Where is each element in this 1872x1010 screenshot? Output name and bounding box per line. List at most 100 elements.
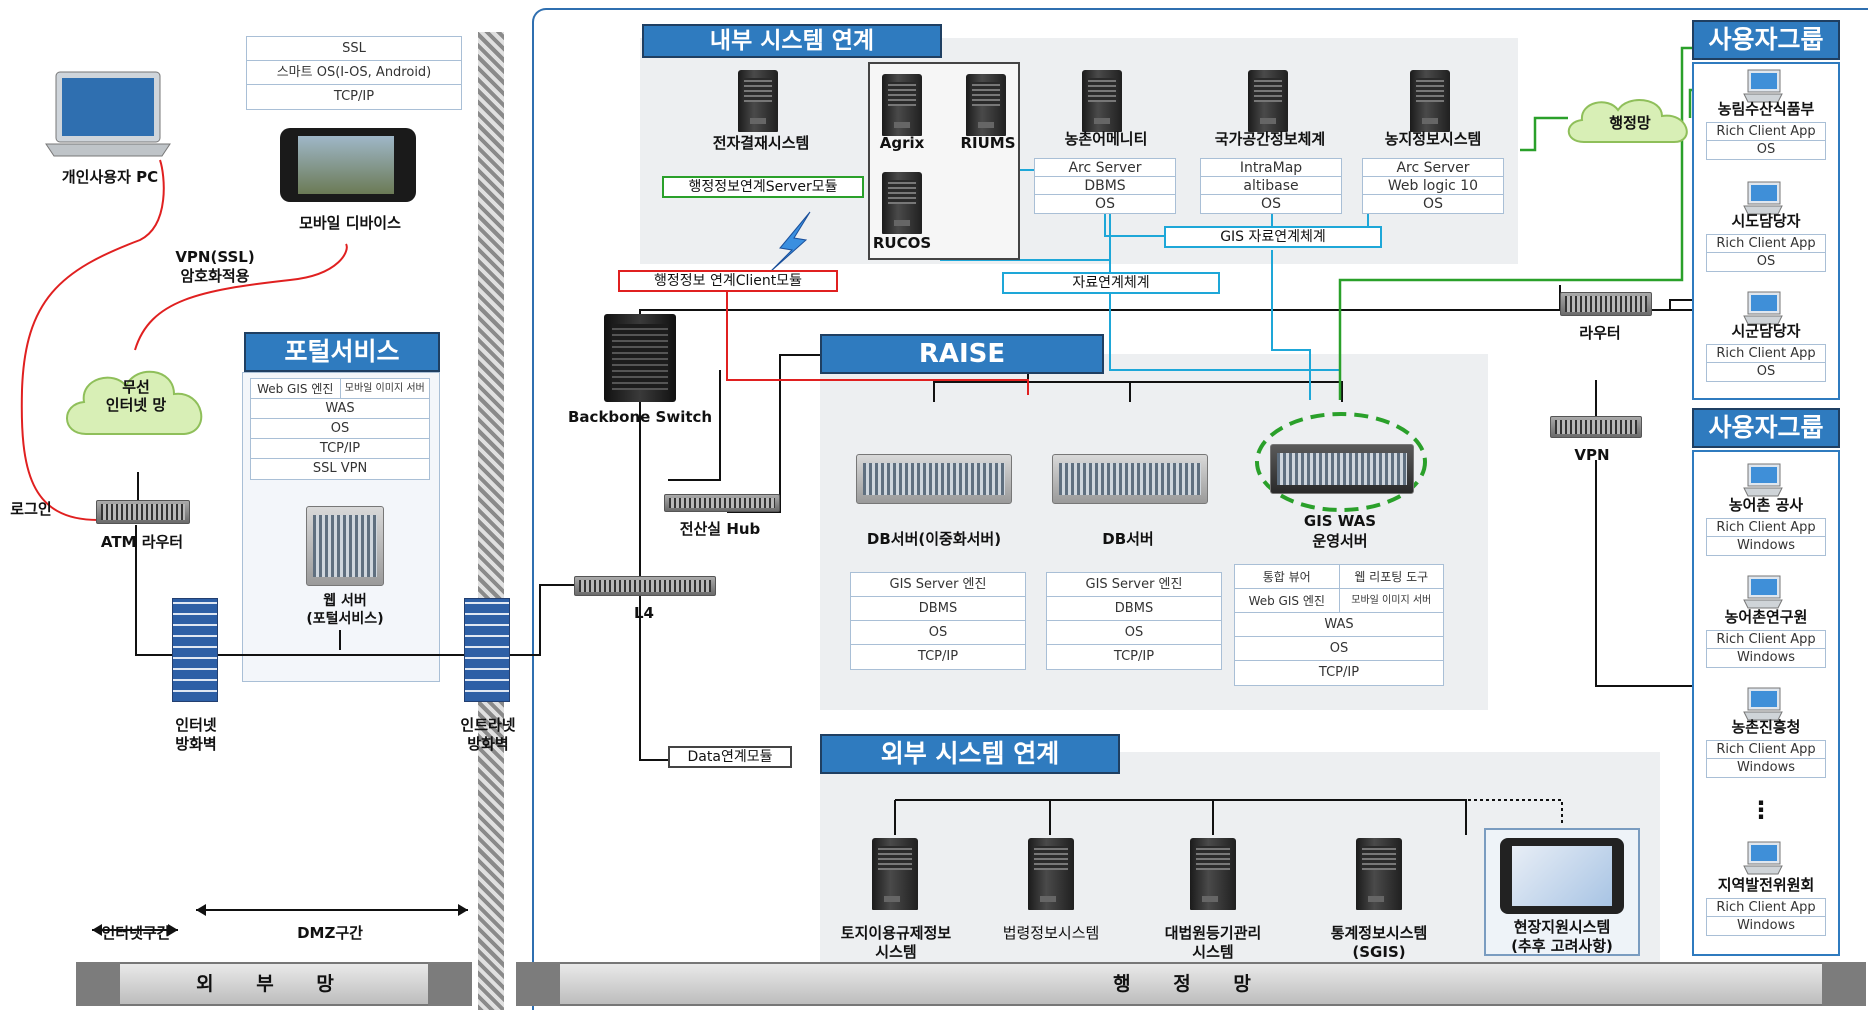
nsdi-stack: IntraMap altibase OS <box>1200 158 1342 214</box>
external-title: 외부 시스템 연계 <box>820 734 1120 774</box>
was-stack-top1: 통합 뷰어 웹 리포팅 도구 <box>1235 565 1443 589</box>
amenity-os: OS <box>1095 196 1115 212</box>
raise-title: RAISE <box>820 334 1104 374</box>
amenity-label: 농촌어메니티 <box>1064 130 1148 148</box>
was-tcpip: TCP/IP <box>1318 665 1360 680</box>
user-7-app: Rich Client App <box>1707 899 1825 917</box>
gis-link-box: GIS 자료연계체계 <box>1164 226 1382 248</box>
wireless-label-1: 무선 <box>122 378 150 396</box>
db1-stack: GIS Server 엔진 DBMS OS TCP/IP <box>850 572 1026 670</box>
user-1-stack: Rich Client App OS <box>1706 122 1826 160</box>
agrix-server-icon <box>882 74 922 136</box>
data-link-box: 자료연계체계 <box>1002 272 1220 294</box>
farmland-weblogic: Web logic 10 <box>1363 177 1503 195</box>
field-support-label-2: (추후 고려사항) <box>1511 937 1613 955</box>
portal-was: WAS <box>251 399 429 419</box>
edoc-label: 전자결재시스템 <box>712 134 810 152</box>
nsdi-server-icon <box>1248 70 1288 132</box>
db1-os: OS <box>851 621 1025 645</box>
laptop-icon <box>44 68 172 160</box>
user-1-app: Rich Client App <box>1707 123 1825 141</box>
router-icon <box>1560 292 1652 316</box>
vpn-label: VPN <box>1574 446 1610 464</box>
rucos-label: RUCOS <box>872 234 932 252</box>
court-registry-server-icon <box>1190 838 1236 910</box>
protocol-smart-os: 스마트 OS(I-OS, Android) <box>247 61 461 85</box>
admin-bar-cap-left <box>516 962 560 1006</box>
outer-network-bar: 외 부 망 <box>76 962 472 1006</box>
admin-network-bar: 행 정 망 <box>516 962 1866 1006</box>
portal-title: 포털서비스 <box>244 332 440 372</box>
web-server-icon <box>306 506 384 586</box>
law-info-label: 법령정보시스템 <box>1002 924 1100 942</box>
vpn-ssl-label: VPN(SSL) <box>175 248 255 266</box>
dmz-wall <box>478 32 504 1010</box>
user-4-stack: Rich Client App Windows <box>1706 518 1826 556</box>
user-4-pc-icon <box>1740 462 1786 498</box>
encryption-label: 암호화적용 <box>180 267 250 285</box>
amenity-stack: Arc Server DBMS OS <box>1034 158 1176 214</box>
was-stack: 통합 뷰어 웹 리포팅 도구 Web GIS 엔진 모바일 이미지 서버 WAS… <box>1234 564 1444 686</box>
user-3-os: OS <box>1756 364 1776 379</box>
rucos-server-icon <box>882 172 922 234</box>
user-3-name: 시군담당자 <box>1731 322 1801 340</box>
user-2-stack: Rich Client App OS <box>1706 234 1826 272</box>
riums-label: RIUMS <box>960 134 1016 152</box>
db1-dbms: DBMS <box>851 597 1025 621</box>
user-group-1-panel <box>1692 62 1840 400</box>
court-registry-label-2: 시스템 <box>1192 943 1234 961</box>
user-group-1-title: 사용자그룹 <box>1692 20 1840 60</box>
court-registry-label-1: 대법원등기관리 <box>1164 924 1262 942</box>
dmz-section-label: DMZ구간 <box>297 924 363 942</box>
farmland-server-icon <box>1410 70 1450 132</box>
hub-icon <box>664 494 780 512</box>
law-info-server-icon <box>1028 838 1074 910</box>
edoc-server-icon <box>738 70 778 132</box>
land-regulation-label-1: 토지이용규제정보 <box>840 924 952 942</box>
user-4-name: 농어촌 공사 <box>1728 496 1804 514</box>
user-5-stack: Rich Client App Windows <box>1706 630 1826 668</box>
db1-label: DB서버(이중화서버) <box>866 530 1002 548</box>
agrix-label: Agrix <box>879 134 925 152</box>
portal-tcpip: TCP/IP <box>251 439 429 459</box>
internet-firewall-label-1: 인터넷 <box>175 716 217 734</box>
user-5-name: 농어촌연구원 <box>1724 608 1808 626</box>
user-6-os: Windows <box>1736 760 1796 775</box>
gis-was-label-2: 운영서버 <box>1312 532 1368 550</box>
user-1-pc-icon <box>1740 68 1786 104</box>
db2-dbms: DBMS <box>1047 597 1221 621</box>
db1-gis-engine: GIS Server 엔진 <box>851 573 1025 597</box>
mobile-protocol-stack: SSL 스마트 OS(I-OS, Android) TCP/IP <box>246 36 462 110</box>
user-7-pc-icon <box>1740 840 1786 876</box>
field-support-label-1: 현장지원시스템 <box>1513 918 1611 936</box>
user-3-stack: Rich Client App OS <box>1706 344 1826 382</box>
intranet-firewall-label-2: 방화벽 <box>467 735 509 753</box>
l4-icon <box>574 576 716 596</box>
nsdi-altibase: altibase <box>1201 177 1341 195</box>
was-webgis-engine: Web GIS 엔진 <box>1235 589 1340 612</box>
portal-ssl-vpn: SSL VPN <box>312 461 368 476</box>
user-2-pc-icon <box>1740 180 1786 216</box>
wireless-label-2: 인터넷 망 <box>105 396 167 414</box>
admin-cloud-icon <box>1562 92 1702 148</box>
internet-firewall-icon <box>172 598 218 702</box>
user-7-name: 지역발전위원회 <box>1717 876 1815 894</box>
data-module-box: Data연계모듈 <box>668 746 792 768</box>
farmland-stack: Arc Server Web logic 10 OS <box>1362 158 1504 214</box>
riums-server-icon <box>966 74 1006 136</box>
user-5-os: Windows <box>1736 650 1796 665</box>
portal-stack-top: Web GIS 엔진 모바일 이미지 서버 <box>251 379 429 399</box>
user-2-app: Rich Client App <box>1707 235 1825 253</box>
router-label: 라우터 <box>1579 324 1621 342</box>
user-7-stack: Rich Client App Windows <box>1706 898 1826 936</box>
mobile-device-icon <box>280 128 416 202</box>
statistics-server-icon <box>1356 838 1402 910</box>
user-group-2-title: 사용자그룹 <box>1692 408 1840 448</box>
outer-bar-cap-right <box>428 962 472 1006</box>
amenity-server-icon <box>1082 70 1122 132</box>
intranet-firewall-icon <box>464 598 510 702</box>
user-3-pc-icon <box>1740 290 1786 326</box>
vpn-icon <box>1550 416 1642 438</box>
db2-os: OS <box>1047 621 1221 645</box>
db2-stack: GIS Server 엔진 DBMS OS TCP/IP <box>1046 572 1222 670</box>
